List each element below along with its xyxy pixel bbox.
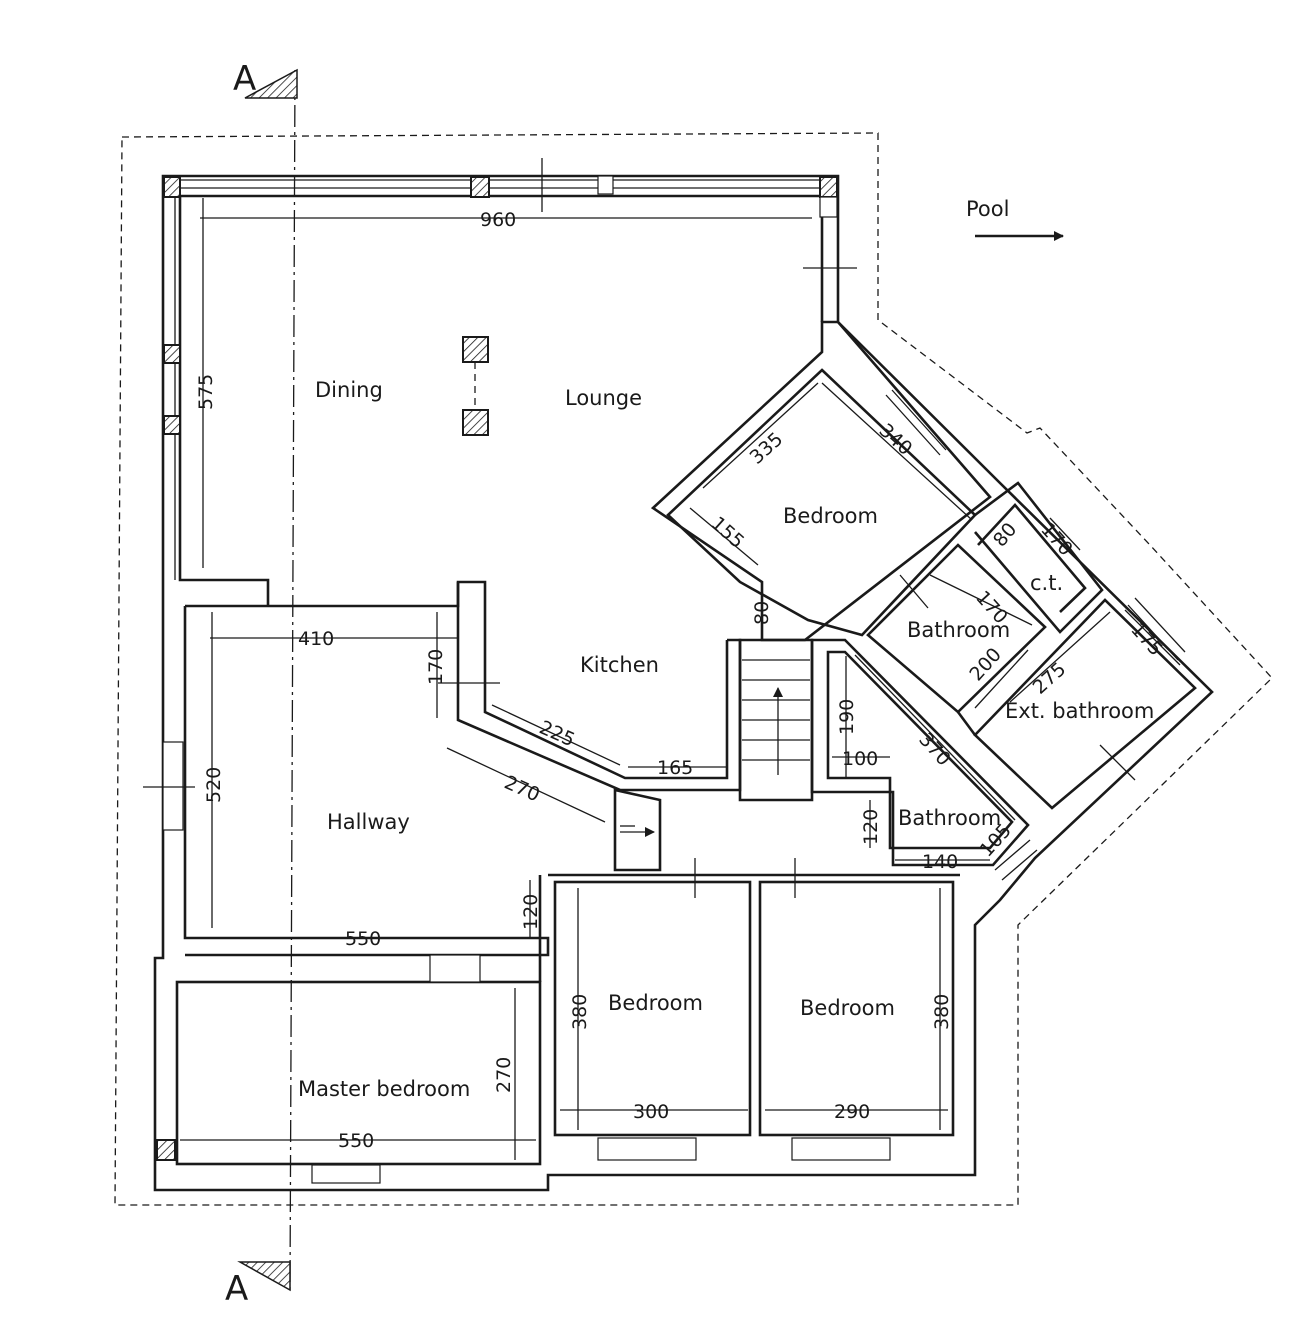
dim-hall-step: 170 (425, 649, 447, 685)
dim-master-height: 270 (493, 1057, 515, 1093)
windows (162, 175, 1186, 1184)
dim-hall-bottom: 550 (345, 928, 381, 950)
section-label-bottom: A (225, 1269, 248, 1309)
dim-bath-s-diag: 370 (914, 729, 955, 771)
door-marks (143, 158, 1136, 898)
dim-bed1-width: 300 (633, 1101, 669, 1123)
dim-lounge-depth: 575 (195, 374, 217, 410)
site-boundary (114, 132, 1273, 1206)
dim-bath-s-door: 120 (860, 809, 882, 845)
room-ext-bathroom: Ext. bathroom (1005, 699, 1154, 723)
section-marker-top-icon (244, 68, 298, 99)
room-lounge: Lounge (565, 386, 642, 410)
interior-walls (175, 320, 1197, 1166)
dim-bath-e-b: 200 (965, 644, 1006, 686)
room-hallway: Hallway (327, 810, 410, 834)
room-ct: c.t. (1030, 571, 1063, 595)
section-label-top: A (233, 59, 256, 99)
room-bathroom-east: Bathroom (907, 618, 1010, 642)
dim-hall-depth: 520 (203, 767, 225, 803)
stairs (620, 659, 810, 837)
dim-bedroom-e-c: 155 (707, 512, 749, 553)
dim-hall-door: 120 (520, 894, 542, 930)
room-bathroom-south: Bathroom (898, 806, 1001, 830)
dim-extbath-a: 275 (1029, 658, 1071, 699)
room-bedroom-south-1: Bedroom (608, 991, 703, 1015)
dim-bath-s-w: 100 (842, 748, 878, 770)
dim-master-width: 550 (338, 1130, 374, 1152)
dim-lounge-width: 960 (480, 209, 516, 231)
dim-bed2-height: 380 (931, 994, 953, 1030)
dim-kitchen-bottom: 165 (657, 757, 693, 779)
dim-bath-s-h: 190 (836, 699, 858, 735)
section-marker-bottom-icon (237, 1261, 291, 1292)
room-bedroom-east: Bedroom (783, 504, 878, 528)
pool-indicator: Pool (966, 197, 1064, 241)
dim-bath-s-bottom: 140 (922, 851, 958, 873)
dimension-lines (180, 198, 1181, 1160)
dim-hall-diag: 270 (501, 771, 543, 806)
room-master-bedroom: Master bedroom (298, 1077, 470, 1101)
dim-stair-gap: 80 (751, 601, 773, 625)
dim-hall-width: 410 (298, 628, 334, 650)
pool-label: Pool (966, 197, 1009, 221)
room-bedroom-south-2: Bedroom (800, 996, 895, 1020)
dim-bed1-height: 380 (569, 994, 591, 1030)
room-labels: Dining Lounge Kitchen Hallway Bedroom Ba… (298, 378, 1154, 1101)
dim-bed2-width: 290 (834, 1101, 870, 1123)
room-dining: Dining (315, 378, 383, 402)
section-line: A A (225, 59, 298, 1309)
exterior-walls (153, 174, 1214, 1192)
room-kitchen: Kitchen (580, 653, 659, 677)
columns (156, 176, 838, 1161)
dim-ct-a: 80 (989, 519, 1021, 552)
dim-bedroom-e-a: 335 (746, 428, 788, 469)
